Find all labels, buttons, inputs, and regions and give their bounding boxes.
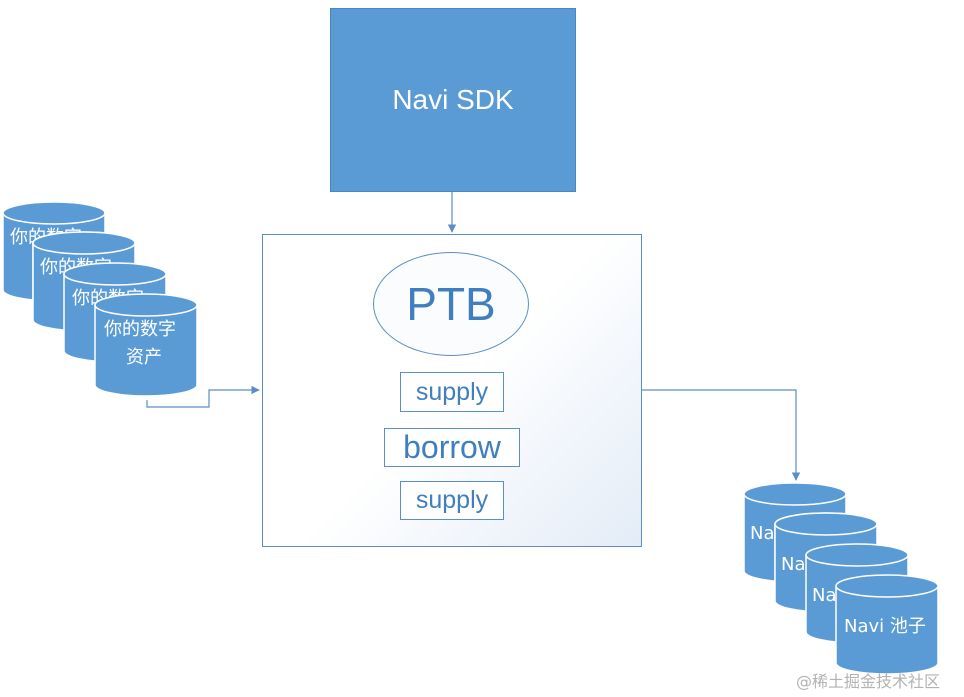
asset-cylinder-4-label-line1: 你的数字 [104,319,176,340]
step-supply-1: supply [400,372,504,412]
pool-cylinder-2-label: Na [781,554,806,575]
pool-cylinder-1-label: Na [750,523,775,544]
arrow-ptb-to-pools [640,389,801,481]
step-supply-2-label: supply [415,486,489,514]
ptb-ellipse: PTB [373,252,529,356]
ptb-label: PTB [406,278,496,330]
asset-cylinder-4-label-line2: 资产 [126,347,162,368]
pool-cylinder-3-label: Na [812,585,837,606]
pool-cylinder-4-label: Navi 池子 [844,616,926,637]
watermark: @稀土掘金技术社区 [796,672,941,691]
navi-sdk-box: Navi SDK [330,8,576,192]
step-borrow: borrow [384,428,520,467]
step-supply-1-label: supply [415,377,489,406]
step-supply-2: supply [400,481,504,520]
step-borrow-label: borrow [403,429,501,465]
arrow-assets-to-ptb [146,385,260,408]
navi-sdk-label: Navi SDK [392,84,514,115]
